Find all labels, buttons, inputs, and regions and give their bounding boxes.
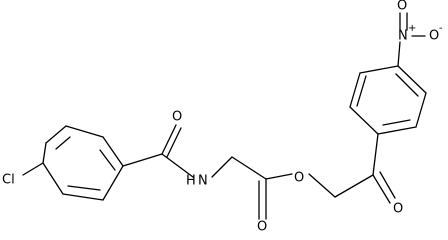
bond [55, 136, 71, 150]
bond [377, 126, 417, 135]
bond [334, 174, 374, 198]
bond [349, 106, 379, 135]
bond [231, 156, 267, 180]
bond [265, 173, 293, 180]
bond [397, 41, 401, 67]
bond [161, 153, 194, 178]
chlorine-label: Cl [2, 173, 15, 188]
bond [62, 193, 104, 201]
bond [22, 162, 44, 176]
bond [99, 149, 116, 171]
nitro-oxygen-top-label: O [397, 0, 407, 14]
bond [42, 142, 47, 164]
bond [382, 119, 411, 126]
bond [349, 72, 361, 108]
bond [42, 162, 64, 195]
bond [308, 173, 336, 198]
bond [415, 92, 427, 128]
atom-labels: Cl O N H O O O N + O O - [2, 0, 443, 235]
bond [102, 165, 124, 201]
bond [166, 127, 182, 158]
bond [372, 174, 391, 204]
ester-carbonyl-oxygen-label: O [257, 220, 267, 235]
bonds [22, 12, 427, 220]
nitro-nitrogen-label: N [398, 29, 408, 44]
bond [356, 75, 367, 107]
bond [102, 136, 124, 167]
bond [372, 133, 379, 176]
amide-nitrogen-label: N [198, 174, 208, 189]
bond [395, 73, 419, 97]
bond [379, 171, 396, 199]
bond [67, 185, 101, 191]
amide-hydrogen-label: H [186, 174, 196, 189]
bond [211, 156, 233, 178]
nitro-oxygen-charge: - [439, 23, 443, 34]
bond [65, 125, 104, 138]
bond [359, 65, 399, 74]
amide-oxygen-label: O [172, 110, 182, 125]
ketone-oxygen-label: O [393, 202, 403, 217]
ester-bridge-oxygen-label: O [294, 171, 304, 186]
bond [161, 124, 177, 155]
bond [45, 125, 67, 144]
bond [397, 65, 427, 94]
nitro-oxygen-right-label: O [429, 29, 439, 44]
nitro-nitrogen-charge: + [408, 23, 416, 34]
bond [122, 153, 163, 167]
